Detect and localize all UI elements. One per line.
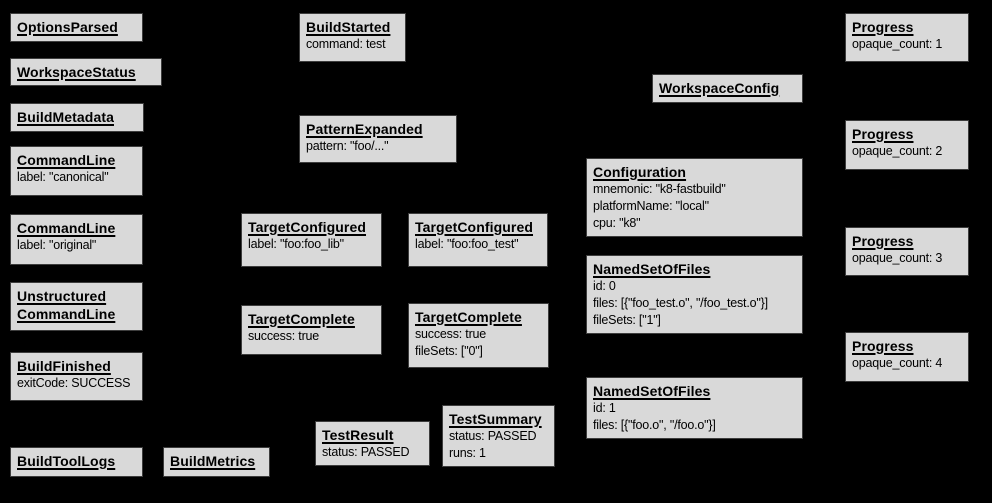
event-title: CommandLine (17, 152, 116, 168)
event-title: Progress (852, 233, 914, 249)
event-field: pattern: "foo/..." (306, 139, 389, 153)
event-title: NamedSetOfFiles (593, 383, 711, 399)
event-title: TargetConfigured (415, 219, 534, 235)
event-box-build-tool-logs: BuildToolLogs (10, 447, 143, 477)
event-field: id: 1 (593, 401, 616, 415)
event-title: Configuration (593, 164, 687, 180)
event-title: BuildMetrics (170, 453, 256, 469)
event-box-progress-1: Progress opaque_count: 1 (845, 13, 969, 62)
event-field: runs: 1 (449, 446, 486, 460)
event-title: TestResult (322, 427, 394, 443)
event-title: PatternExpanded (306, 121, 423, 137)
event-box-progress-4: Progress opaque_count: 4 (845, 332, 969, 382)
event-field: id: 0 (593, 279, 616, 293)
event-box-target-configured-foo-lib: TargetConfigured label: "foo:foo_lib" (241, 213, 382, 267)
event-field: label: "original" (17, 238, 97, 252)
event-box-target-complete-foo-lib: TargetComplete success: true (241, 305, 382, 355)
event-title: WorkspaceStatus (17, 64, 136, 80)
event-box-build-started: BuildStarted command: test (299, 13, 406, 62)
event-box-build-finished: BuildFinished exitCode: SUCCESS (10, 352, 143, 401)
event-title: TargetComplete (415, 309, 522, 325)
event-field: opaque_count: 3 (852, 251, 943, 265)
event-box-pattern-expanded: PatternExpanded pattern: "foo/..." (299, 115, 457, 163)
event-box-progress-3: Progress opaque_count: 3 (845, 227, 969, 276)
event-field: platformName: "local" (593, 199, 709, 213)
event-box-workspace-config: WorkspaceConfig (652, 74, 803, 103)
event-box-configuration: Configuration mnemonic: "k8-fastbuild" p… (586, 158, 803, 237)
event-field: opaque_count: 2 (852, 144, 943, 158)
event-title: Unstructured CommandLine (17, 288, 116, 322)
event-title: CommandLine (17, 220, 116, 236)
event-title: Progress (852, 19, 914, 35)
event-title: BuildStarted (306, 19, 391, 35)
event-box-workspace-status: WorkspaceStatus (10, 58, 162, 86)
event-title: TestSummary (449, 411, 542, 427)
event-title: NamedSetOfFiles (593, 261, 711, 277)
event-box-named-set-of-files-0: NamedSetOfFiles id: 0 files: [{"foo_test… (586, 255, 803, 334)
event-box-progress-2: Progress opaque_count: 2 (845, 120, 969, 170)
event-field: files: [{"foo.o", "/foo.o"}] (593, 418, 716, 432)
event-field: fileSets: ["1"] (593, 313, 661, 327)
event-field: status: PASSED (449, 429, 537, 443)
event-field: opaque_count: 1 (852, 37, 943, 51)
event-field: cpu: "k8" (593, 216, 641, 230)
event-title: WorkspaceConfig (659, 80, 780, 96)
event-box-build-metadata: BuildMetadata (10, 103, 144, 132)
event-title: BuildToolLogs (17, 453, 116, 469)
event-field: exitCode: SUCCESS (17, 376, 131, 390)
event-field: label: "canonical" (17, 170, 109, 184)
event-field: files: [{"foo_test.o", "/foo_test.o"}] (593, 296, 768, 310)
event-field: status: PASSED (322, 445, 410, 459)
event-box-command-line-canonical: CommandLine label: "canonical" (10, 146, 143, 196)
event-title: OptionsParsed (17, 19, 118, 35)
event-field: command: test (306, 37, 386, 51)
event-field: mnemonic: "k8-fastbuild" (593, 182, 726, 196)
event-field: label: "foo:foo_test" (415, 237, 519, 251)
event-title: Progress (852, 338, 914, 354)
event-box-target-complete-foo-test: TargetComplete success: true fileSets: [… (408, 303, 549, 368)
event-box-test-result: TestResult status: PASSED (315, 421, 430, 466)
event-title: TargetComplete (248, 311, 355, 327)
event-title: TargetConfigured (248, 219, 367, 235)
event-field: success: true (248, 329, 320, 343)
event-field: success: true (415, 327, 487, 341)
event-title: BuildMetadata (17, 109, 114, 125)
event-field: fileSets: ["0"] (415, 344, 483, 358)
event-box-options-parsed: OptionsParsed (10, 13, 143, 42)
event-box-target-configured-foo-test: TargetConfigured label: "foo:foo_test" (408, 213, 548, 267)
event-box-command-line-original: CommandLine label: "original" (10, 214, 143, 265)
event-box-named-set-of-files-1: NamedSetOfFiles id: 1 files: [{"foo.o", … (586, 377, 803, 439)
event-title: BuildFinished (17, 358, 111, 374)
event-field: opaque_count: 4 (852, 356, 943, 370)
event-box-unstructured-command-line: Unstructured CommandLine (10, 282, 143, 331)
event-box-test-summary: TestSummary status: PASSED runs: 1 (442, 405, 555, 467)
event-box-build-metrics: BuildMetrics (163, 447, 270, 477)
event-field: label: "foo:foo_lib" (248, 237, 344, 251)
event-title: Progress (852, 126, 914, 142)
